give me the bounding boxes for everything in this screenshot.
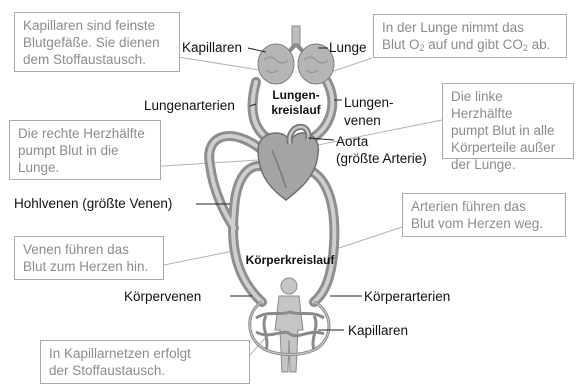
label-koerpervenen: Körpervenen [124,289,201,305]
systemic-artery-vessel [304,168,334,302]
label-aorta: Aorta (größte Arterie) [336,133,427,167]
label-lungenkreislauf: Lungen- kreislauf [258,88,334,118]
note-arteries: Arterien führen das Blut vom Herzen weg. [402,193,566,237]
note-veins: Venen führen das Blut zum Herzen hin. [14,236,164,280]
label-lungenvenen: Lungen- venen [344,94,394,130]
note-capillaries: Kapillaren sind feinste Blutgefäße. Sie … [14,12,180,72]
note-capillary-nets: In Kapillarnetzen erfolgt der Stoffausta… [40,340,250,384]
note-lung: In der Lunge nimmt das Blut O2 auf und g… [373,14,567,58]
leader-veins [164,250,238,265]
label-kapillaren-top: Kapillaren [182,40,242,56]
label-koerperkreislauf: Körperkreislauf [240,253,340,268]
note-lung-mid: auf und gibt CO [425,37,523,52]
label-hohlvenen: Hohlvenen (größte Venen) [14,196,172,212]
label-lungenarterien: Lungenarterien [144,98,235,114]
leader-lung [328,58,372,73]
label-kapillaren-bottom: Kapillaren [348,323,408,339]
leader-arteries [333,227,402,250]
note-left-heart: Die linke Herzhälfte pumpt Blut in alle … [442,83,574,159]
label-lunge: Lunge [329,40,367,56]
note-right-heart: Die rechte Herzhälfte pumpt Blut in die … [9,120,161,180]
human-figure [275,278,303,372]
lungs [258,26,334,84]
note-lung-suffix: ab. [528,37,551,52]
label-koerperarterien: Körperarterien [364,289,450,305]
